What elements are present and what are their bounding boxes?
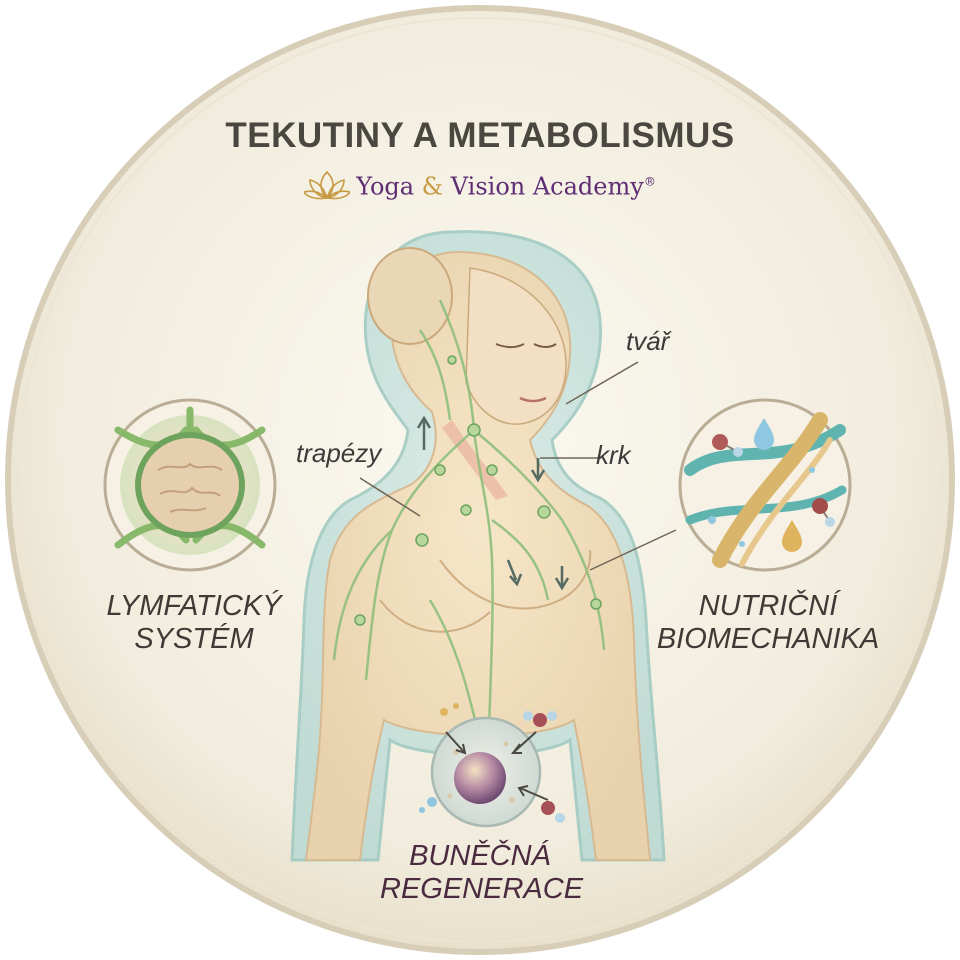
flow-arrows — [416, 415, 570, 591]
page-title: TEKUTINY A METABOLISMUS — [225, 116, 735, 155]
brand-name-part1: Yoga — [356, 172, 415, 201]
water-drop-icon — [754, 418, 774, 450]
brand-name-part2: Vision Academy — [450, 172, 644, 201]
label-face: tvář — [626, 326, 670, 356]
caption-lymphatic-line2: SYSTÉM — [134, 623, 254, 656]
nutrition-inset — [678, 398, 852, 572]
cell-icon — [419, 703, 565, 828]
brand-logo: Yoga & Vision Academy® — [0, 170, 960, 206]
neck-muscle — [442, 420, 508, 500]
caption-nutrition-biomechanics: NUTRIČNÍ BIOMECHANIKA — [648, 590, 888, 657]
label-trapezius: trapézy — [296, 438, 382, 468]
lymph-node-inset — [103, 398, 277, 572]
caption-cell-line1: BUNĚČNÁ — [409, 840, 551, 872]
background-disc-inner-ring — [17, 17, 943, 943]
caption-cell-line2: REGENERACE — [380, 873, 584, 906]
caption-cell-regeneration: BUNĚČNÁ REGENERACE — [380, 840, 584, 907]
hair-bun — [367, 247, 453, 345]
leader-lines — [359, 361, 677, 571]
molecule-icon — [712, 434, 835, 527]
label-neck: krk — [596, 440, 631, 470]
lymph-vessels — [332, 299, 606, 761]
caption-nutrition-line2: BIOMECHANIKA — [656, 623, 880, 656]
caption-lymphatic-line1: LYMFATICKÝ — [106, 590, 282, 622]
lotus-icon — [303, 170, 352, 206]
oil-drop-icon — [782, 520, 802, 552]
lymph-node-icon — [135, 432, 245, 538]
caption-lymphatic-system: LYMFATICKÝ SYSTÉM — [94, 590, 294, 657]
caption-nutrition-line1: NUTRIČNÍ — [698, 590, 838, 622]
lymph-nodes — [354, 355, 602, 626]
brand-ampersand: & — [421, 172, 444, 201]
brand-registered-mark: ® — [643, 174, 656, 189]
